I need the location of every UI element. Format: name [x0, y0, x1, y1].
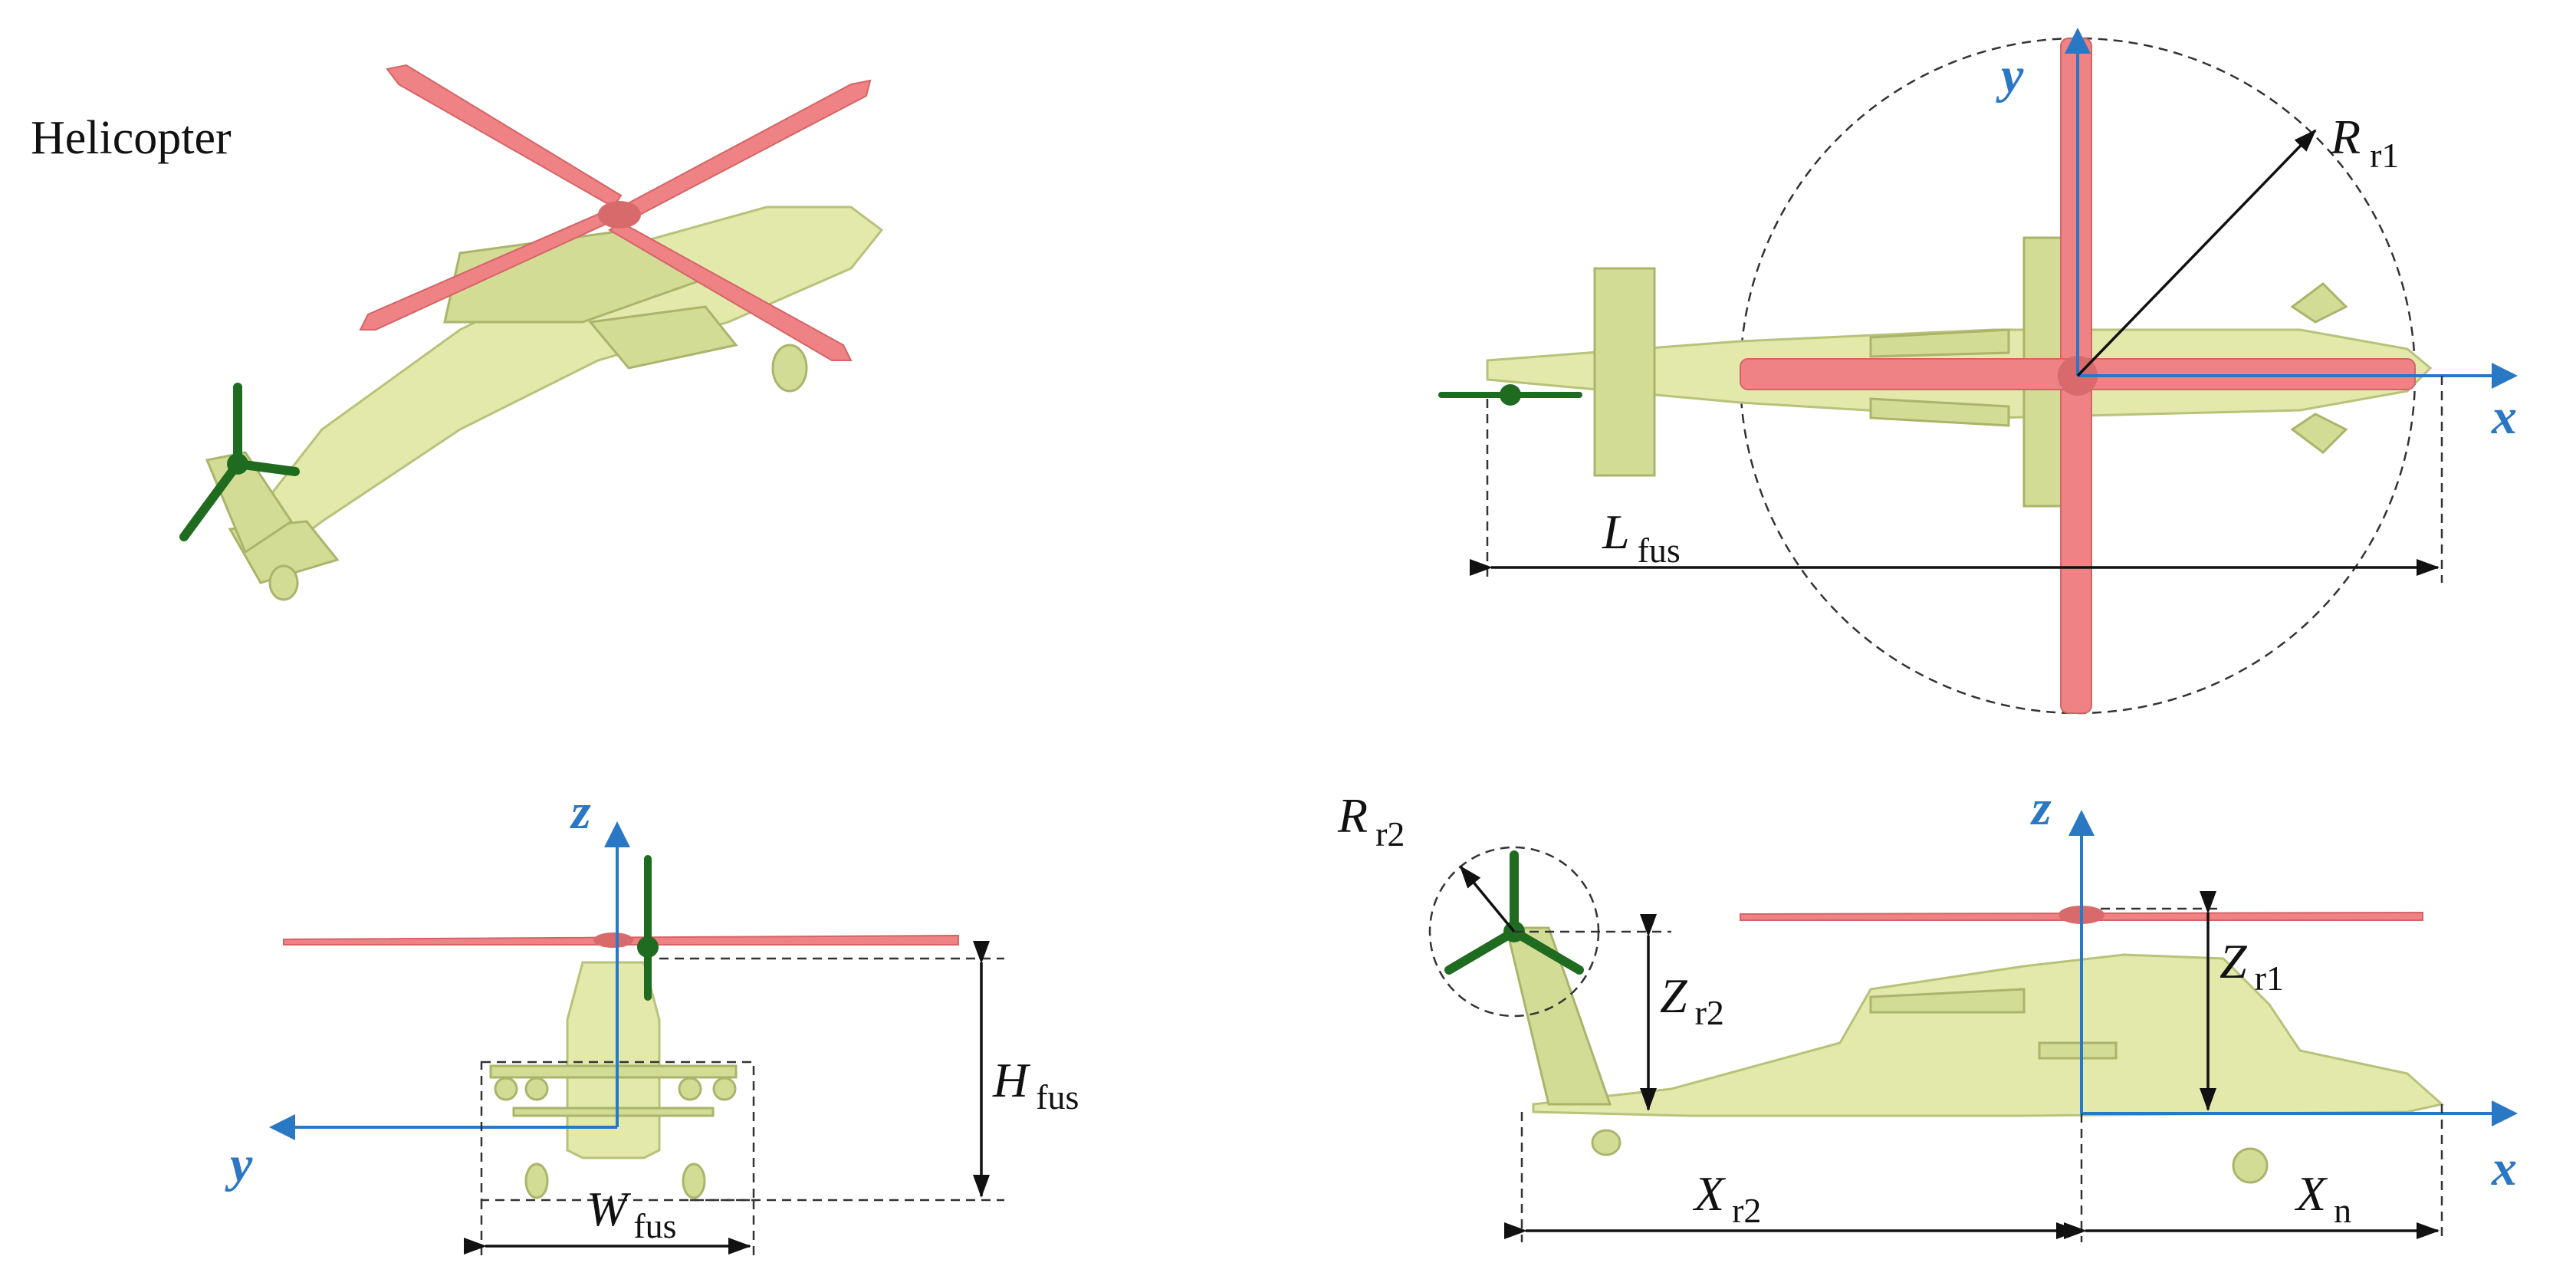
r-r2-dimension: [1459, 865, 1516, 933]
top-tailplane: [1593, 267, 1656, 477]
front-wheel-right: [682, 1163, 706, 1199]
iso-wing: [588, 305, 738, 370]
top-engine-left: [1869, 328, 2010, 358]
top-blade-down: [2060, 375, 2092, 714]
iso-blade-3: [608, 221, 853, 361]
front-tail-hub: [637, 936, 659, 958]
side-pod: [2038, 1041, 2118, 1060]
side-engine: [1869, 988, 2026, 1014]
top-engine-right: [1869, 397, 2010, 427]
top-gear-left: [2290, 282, 2348, 324]
side-x-axis-label: x: [2491, 1140, 2517, 1196]
r-r1-dimension: [2076, 129, 2317, 377]
front-y-axis-label: y: [225, 1136, 253, 1192]
isometric-view: [179, 64, 884, 601]
front-wheel-left: [524, 1163, 549, 1199]
iso-blade-1: [386, 64, 623, 209]
side-tail-wheel: [1591, 1129, 1622, 1156]
front-pod-4: [712, 1077, 737, 1101]
top-gear-right: [2290, 413, 2348, 454]
front-bounding-box: [480, 1061, 755, 1202]
figure-title: Helicopter: [31, 112, 232, 164]
front-wing: [489, 1064, 738, 1079]
side-tail-fin: [1505, 926, 1612, 1106]
front-gear-bar: [512, 1107, 715, 1117]
iso-wheel-front: [771, 344, 808, 393]
front-pod-2: [524, 1077, 549, 1101]
front-z-axis-label: z: [570, 784, 591, 840]
iso-wheel-rear: [268, 564, 299, 601]
front-pod-3: [678, 1077, 702, 1101]
iso-rotor-hub: [598, 201, 641, 229]
front-pod-1: [494, 1077, 518, 1101]
iso-tail-rotor: [179, 383, 300, 541]
iso-blade-2: [619, 79, 872, 220]
side-z-axis-label: z: [2030, 780, 2052, 836]
front-rotor-hub: [593, 932, 633, 948]
top-y-axis-label: y: [1996, 48, 2024, 104]
side-main-wheel: [2232, 1147, 2269, 1184]
top-tail-hub: [1500, 384, 1521, 406]
top-blade-left: [1740, 358, 2078, 390]
top-x-axis-label: x: [2491, 389, 2517, 445]
